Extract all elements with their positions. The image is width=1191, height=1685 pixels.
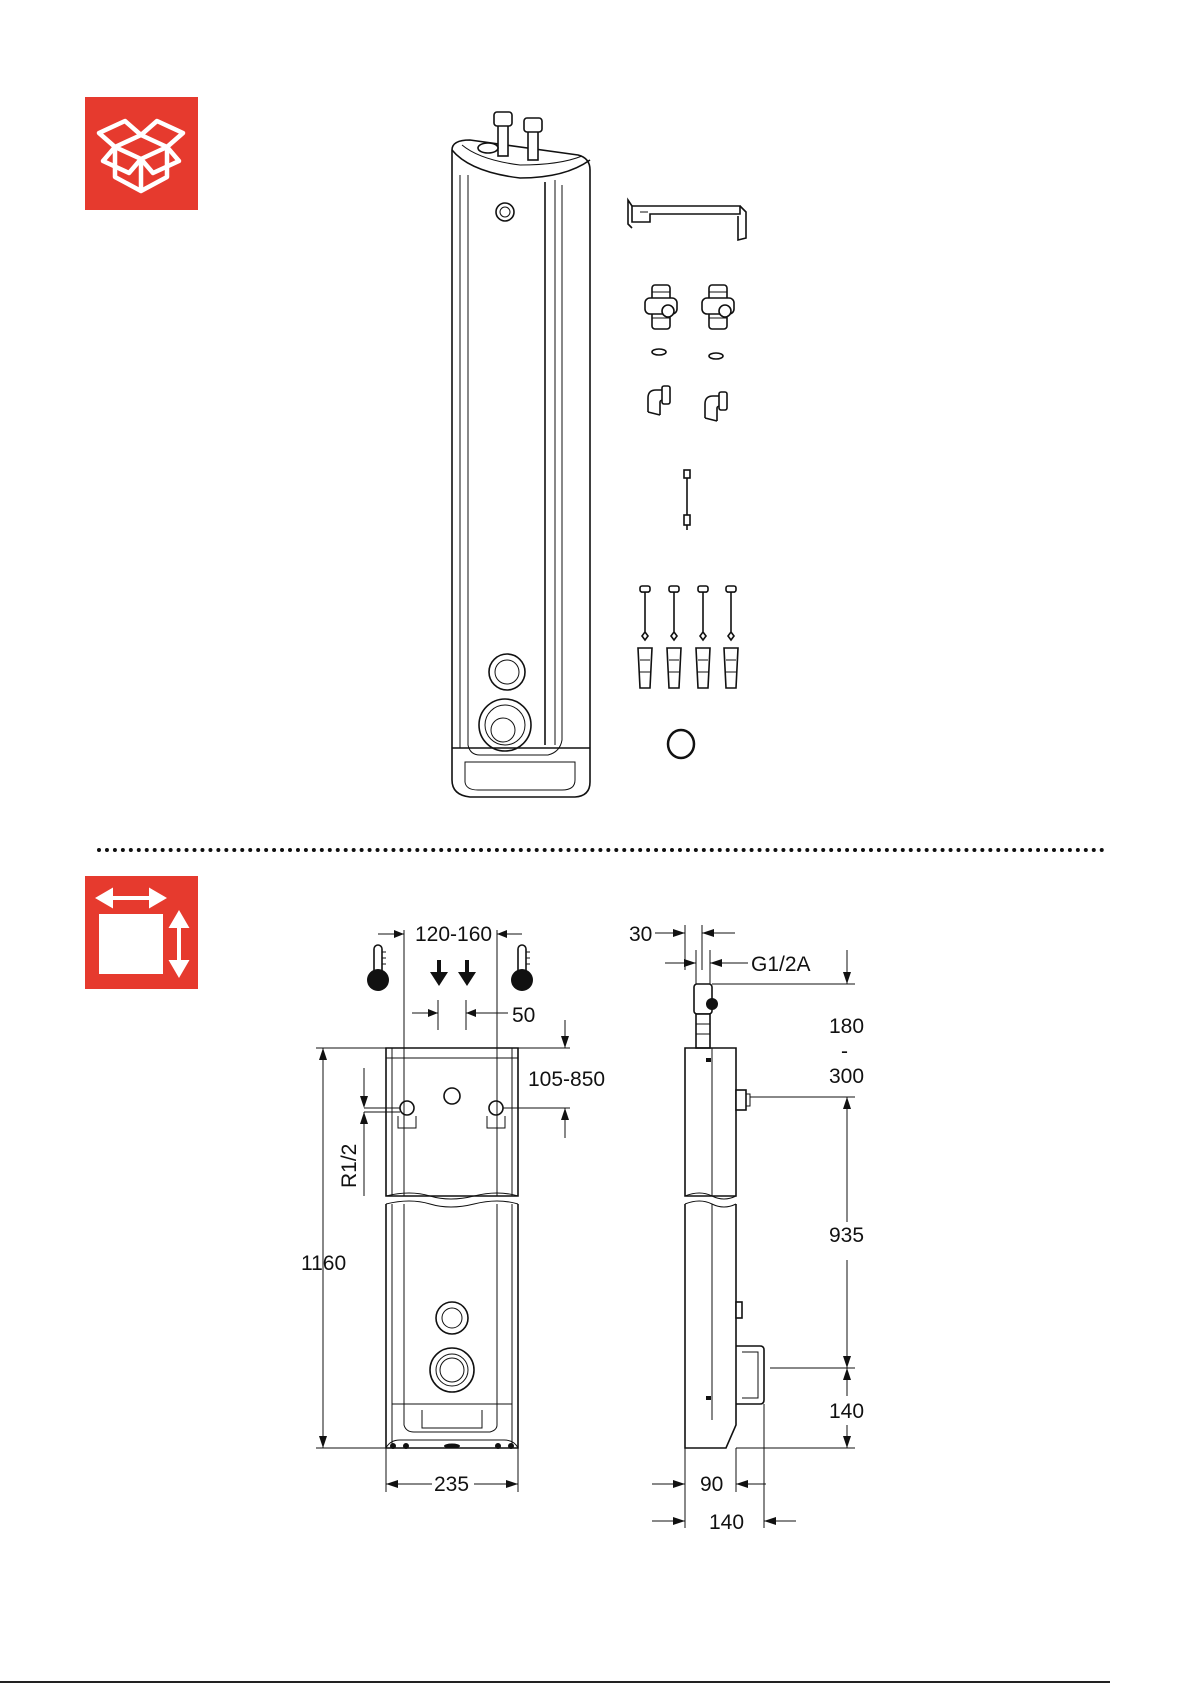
page-bottom-rule: [0, 1681, 1110, 1683]
hot-water-thermometer-icon: [511, 945, 533, 991]
accessories-drawing: [628, 200, 746, 758]
dim-range-top: 180: [829, 1015, 864, 1038]
dim-spacing: 120-160: [415, 923, 492, 946]
dim-depth-outer: 140: [709, 1511, 744, 1534]
dim-depth-inner: 90: [700, 1473, 723, 1496]
dim-top-offset: 30: [629, 923, 652, 946]
dim-range-bottom: 300: [829, 1065, 864, 1088]
dim-pipe-offset: 50: [512, 1004, 535, 1027]
side-view-drawing: [652, 925, 855, 1528]
dim-height-range: 105-850: [528, 1068, 605, 1091]
cold-water-thermometer-icon: [367, 945, 389, 991]
dim-height: 1160: [301, 1252, 346, 1275]
dim-thread: R1/2: [338, 1144, 361, 1188]
dim-range-sep: -: [841, 1040, 848, 1063]
flow-direction-arrows: [430, 960, 476, 986]
dim-connection: G1/2A: [751, 953, 811, 976]
dim-middle: 935: [829, 1224, 864, 1247]
shower-panel-drawing: [452, 112, 590, 797]
dim-width: 235: [434, 1473, 469, 1496]
dim-lower: 140: [829, 1400, 864, 1423]
